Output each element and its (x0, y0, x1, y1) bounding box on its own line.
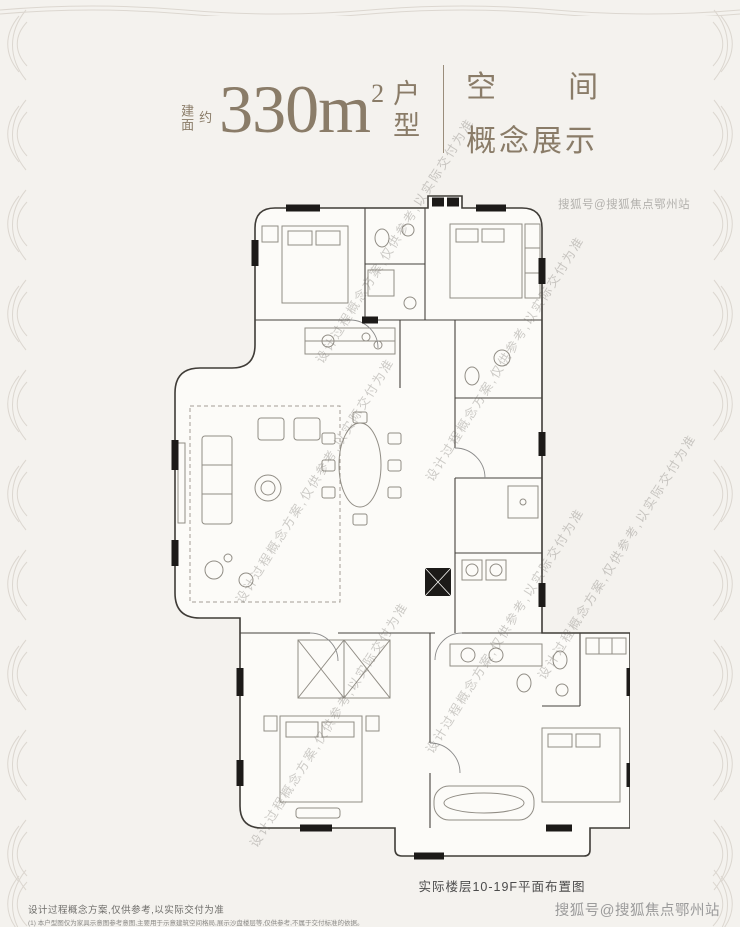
space-word1: 空 (466, 71, 497, 104)
top-ornament-pattern (0, 5, 740, 16)
area-prefix: 建面 约 (176, 104, 213, 132)
area-prefix-col2: 约 (199, 109, 214, 125)
area-prefix-col1: 建面 (179, 104, 195, 132)
type-label-char1: 户 (393, 79, 422, 110)
disclaimer-note: (1) 本户型图仅为家具示意图参考意图,主要用于示意建筑空间格局,展示沙盘楼层等… (28, 920, 364, 927)
space-word2: 间 (568, 71, 599, 104)
left-ornament-pattern (7, 9, 28, 927)
space-title-line2: 概念展示 (466, 125, 599, 158)
type-label-char2: 型 (393, 111, 422, 141)
plan-furniture (177, 223, 627, 821)
area-exponent: 2 (371, 79, 385, 108)
plan-door-arcs (309, 319, 486, 774)
space-title: 空 间 概念展示 (466, 62, 598, 160)
floor-plan-container (110, 188, 634, 893)
header: 建面 约 330m2 户 型 空 间 概念展示 (176, 58, 598, 160)
plan-outer-wall (174, 195, 631, 857)
disclaimer-block: 设计过程概念方案,仅供参考,以实际交付为准 (1) 本户型图仅为家具示意图参考意… (28, 902, 528, 927)
plan-caption: 实际楼层10-19F平面布置图 (418, 880, 586, 894)
sohu-watermark-bottom: 搜狐号@搜狐焦点鄂州站 (554, 903, 720, 919)
right-ornament-pattern (712, 9, 733, 927)
space-title-line1: 空 间 (466, 62, 598, 106)
plan-interior-walls (240, 208, 581, 828)
type-label: 户 型 (393, 79, 421, 143)
header-divider (443, 65, 445, 153)
floor-plan (171, 195, 634, 860)
area-value: 330m2 (219, 71, 385, 147)
shaft-cross (424, 567, 452, 597)
disclaimer-headline: 设计过程概念方案,仅供参考,以实际交付为准 (28, 905, 225, 916)
sohu-watermark-top: 搜狐号@搜狐焦点鄂州站 (558, 199, 691, 211)
